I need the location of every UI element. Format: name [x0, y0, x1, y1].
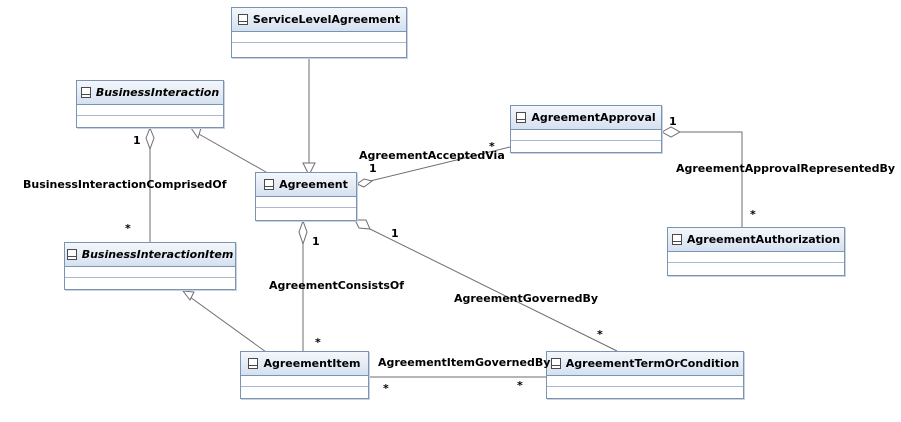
- attributes-compartment: [256, 197, 356, 208]
- class-agreement[interactable]: Agreement: [255, 172, 357, 221]
- attributes-compartment: [241, 376, 368, 387]
- aggregation-diamond-businessinteraction: [145, 126, 155, 151]
- association-label-business-interaction-comprised-of: BusinessInteractionComprisedOf: [23, 178, 227, 191]
- class-name: AgreementItem: [263, 357, 361, 370]
- operations-compartment: [65, 278, 235, 288]
- generalization-agreement-to-businessinteraction: [196, 132, 267, 173]
- class-icon: [237, 14, 248, 25]
- association-label-agreement-approval-represented-by: AgreementApprovalRepresentedBy: [676, 162, 896, 175]
- association-agreementgovernedby: [369, 228, 618, 352]
- class-agreement-authorization[interactable]: AgreementAuthorization: [667, 227, 845, 276]
- class-icon: [264, 179, 275, 190]
- attributes-compartment: [65, 267, 235, 278]
- association-agreementapprovalrepresentedby: [680, 131, 743, 227]
- operations-compartment: [511, 141, 661, 151]
- aggregation-diamond-agreement-governedby: [354, 219, 371, 230]
- class-name: AgreementTermOrCondition: [565, 357, 740, 370]
- attributes-compartment: [668, 252, 844, 263]
- class-icon: [80, 87, 91, 98]
- association-label-agreement-item-governed-by: AgreementItemGovernedBy: [378, 356, 551, 369]
- class-name: ServiceLevelAgreement: [252, 13, 401, 26]
- aggregation-diamond-agreementapproval: [660, 126, 682, 138]
- generalization-arrowhead-agreement: [302, 162, 316, 177]
- generalization-agreementitem-to-businessinteractionitem: [189, 296, 267, 353]
- attributes-compartment: [232, 32, 406, 43]
- class-agreement-item[interactable]: AgreementItem: [240, 351, 369, 399]
- generalization-arrowhead-businessinteraction: [190, 127, 202, 140]
- class-name: BusinessInteraction: [95, 86, 220, 99]
- operations-compartment: [668, 263, 844, 273]
- operations-compartment: [77, 116, 223, 126]
- aggregation-diamond-agreement-acceptedvia: [355, 178, 374, 188]
- operations-compartment: [241, 387, 368, 397]
- class-icon: [671, 234, 682, 245]
- class-business-interaction[interactable]: BusinessInteraction: [76, 80, 224, 128]
- class-icon: [66, 249, 77, 260]
- operations-compartment: [547, 387, 743, 397]
- multiplicity-accepted-via-agreement-end: 1: [369, 162, 377, 175]
- multiplicity-governed-by-agreement-end: 1: [391, 227, 399, 240]
- multiplicity-item-governed-by-item-end: *: [383, 382, 389, 395]
- class-icon: [516, 112, 527, 123]
- attributes-compartment: [547, 376, 743, 387]
- attributes-compartment: [77, 105, 223, 116]
- association-agreementacceptedvia: [369, 146, 511, 182]
- class-agreement-approval[interactable]: AgreementApproval: [510, 105, 662, 153]
- class-name: AgreementAuthorization: [686, 233, 841, 246]
- multiplicity-governed-by-term-end: *: [597, 328, 603, 341]
- attributes-compartment: [511, 130, 661, 141]
- class-agreement-term-or-condition[interactable]: AgreementTermOrCondition: [546, 351, 744, 399]
- multiplicity-comprised-of-item-end: *: [125, 222, 131, 235]
- multiplicity-consists-of-agreement-end: 1: [312, 235, 320, 248]
- multiplicity-item-governed-by-term-end: *: [517, 379, 523, 392]
- class-icon: [248, 358, 259, 369]
- association-label-agreement-consists-of: AgreementConsistsOf: [269, 279, 405, 292]
- class-name: BusinessInteractionItem: [81, 248, 234, 261]
- multiplicity-approval-represented-authorization-end: *: [750, 208, 756, 221]
- class-name: Agreement: [279, 178, 348, 191]
- association-label-agreement-governed-by: AgreementGovernedBy: [454, 292, 599, 305]
- multiplicity-comprised-of-interaction-end: 1: [133, 134, 141, 147]
- aggregation-diamond-agreement-consistsof: [298, 219, 308, 246]
- class-service-level-agreement[interactable]: ServiceLevelAgreement: [231, 7, 407, 58]
- multiplicity-accepted-via-approval-end: *: [489, 140, 495, 153]
- operations-compartment: [232, 43, 406, 53]
- class-icon: [550, 358, 561, 369]
- multiplicity-approval-represented-approval-end: 1: [669, 115, 677, 128]
- class-business-interaction-item[interactable]: BusinessInteractionItem: [64, 242, 236, 290]
- generalization-arrowhead-businessinteractionitem: [181, 290, 195, 301]
- association-label-agreement-accepted-via: AgreementAcceptedVia: [359, 149, 505, 162]
- multiplicity-consists-of-item-end: *: [315, 336, 321, 349]
- class-name: AgreementApproval: [531, 111, 656, 124]
- operations-compartment: [256, 208, 356, 218]
